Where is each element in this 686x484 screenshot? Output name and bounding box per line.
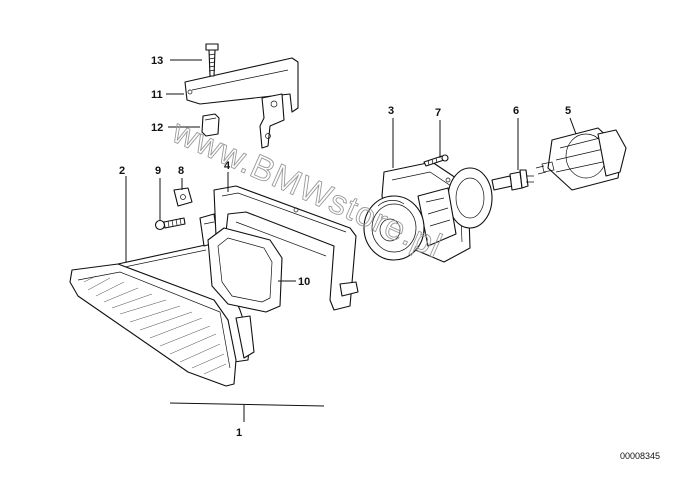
callout-10: 10 (298, 276, 310, 288)
adjusting-screw (423, 154, 449, 167)
bracket-screw (205, 43, 219, 77)
callout-8: 8 (178, 165, 184, 177)
callout-9: 9 (155, 165, 161, 177)
mounting-bracket (184, 57, 299, 149)
callout-12: 12 (151, 122, 163, 134)
callout-11: 11 (151, 89, 163, 101)
diagram-number: 00008345 (620, 451, 660, 461)
reflector-assembly (363, 161, 493, 263)
callout-3: 3 (388, 105, 394, 117)
callout-5: 5 (565, 105, 571, 117)
callout-4: 4 (224, 160, 231, 172)
bulb-socket (535, 127, 627, 191)
bulb (491, 169, 534, 191)
leader-lines (125, 59, 577, 422)
lens-hatching (83, 275, 227, 375)
housing-screw (154, 217, 186, 231)
callout-1: 1 (236, 427, 242, 439)
callout-2: 2 (119, 165, 125, 177)
callout-7: 7 (435, 107, 441, 119)
callout-6: 6 (513, 105, 519, 117)
clip-nut (201, 113, 220, 137)
callout-13: 13 (151, 55, 163, 67)
gasket (207, 227, 283, 313)
cage-nut (173, 187, 193, 207)
callouts: 1 2 3 4 5 6 7 8 9 10 11 12 13 (119, 55, 571, 439)
